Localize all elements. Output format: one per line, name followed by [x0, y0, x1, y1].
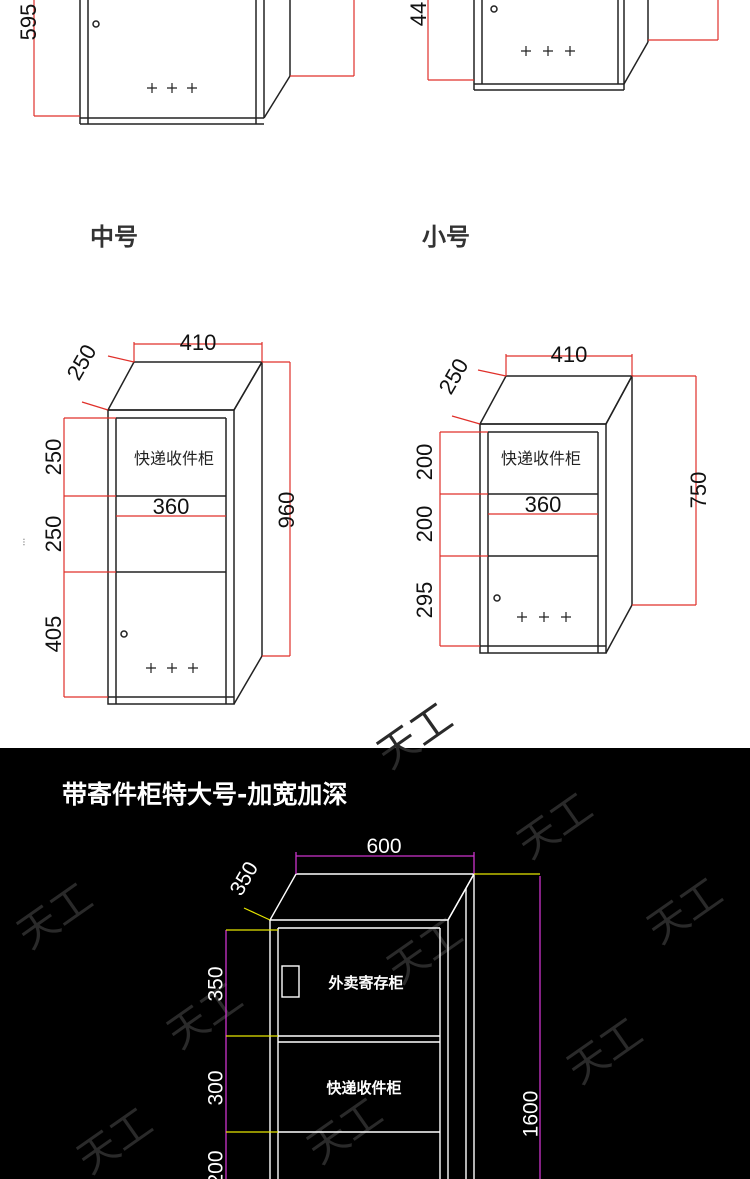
small-title: 小号 — [422, 223, 470, 251]
small-compartment-text: 快递收件柜 — [501, 450, 581, 468]
xl-height-label: 1600 — [520, 1091, 543, 1138]
top-left-dimension-lines — [33, 0, 355, 117]
bottom-title: 带寄件柜特大号-加宽加深 — [62, 780, 347, 809]
medium-inner-width-label: 360 — [153, 494, 190, 519]
top-left-knobs — [147, 83, 197, 93]
small-depth-label: 250 — [433, 354, 473, 398]
top-right-height-label: 44 — [406, 2, 431, 26]
xl-compartment-text-2: 快递收件柜 — [326, 1079, 401, 1097]
medium-compartment-label-3: 405 — [41, 616, 66, 653]
xl-cabinet — [268, 873, 476, 1179]
xl-dimension-lines-yellow — [226, 873, 540, 1133]
medium-compartment-label-1: 250 — [41, 439, 66, 476]
small-knobs — [517, 612, 571, 622]
small-width-label: 410 — [551, 342, 588, 367]
medium-cabinet — [106, 361, 264, 705]
medium-dimension-lines — [63, 342, 291, 698]
small-cabinet — [478, 375, 634, 654]
medium-title: 中号 — [90, 223, 138, 251]
small-compartment-label-2: 200 — [412, 506, 437, 543]
small-inner-width-label: 360 — [525, 492, 562, 517]
medium-compartment-label-2: 250 — [41, 516, 66, 553]
top-left-height-label: 595 — [16, 4, 41, 41]
xl-compartment-label-3: 200 — [205, 1150, 228, 1179]
xl-width-label: 600 — [366, 835, 401, 858]
xl-compartment-label-2: 300 — [205, 1070, 228, 1105]
top-left-partial-cabinet — [79, 0, 291, 125]
medium-knobs — [146, 663, 198, 673]
small-height-label: 750 — [686, 472, 711, 509]
xl-dimension-lines-magenta — [225, 852, 541, 1179]
medium-edge-fragment: ... — [17, 538, 28, 546]
top-right-knobs — [521, 46, 575, 56]
medium-height-label: 960 — [274, 492, 299, 529]
small-compartment-label-3: 295 — [412, 582, 437, 619]
medium-compartment-text: 快递收件柜 — [134, 450, 214, 468]
small-compartment-label-1: 200 — [412, 444, 437, 481]
bottom-dark-panel — [0, 748, 750, 1179]
xl-compartment-text-1: 外卖寄存柜 — [327, 974, 403, 992]
small-dimension-lines — [439, 354, 697, 647]
top-right-dimension-lines — [427, 0, 719, 81]
medium-width-label: 410 — [180, 330, 217, 355]
top-right-partial-cabinet — [473, 0, 649, 91]
medium-depth-label: 250 — [61, 340, 101, 384]
xl-compartment-label-1: 350 — [205, 966, 228, 1001]
